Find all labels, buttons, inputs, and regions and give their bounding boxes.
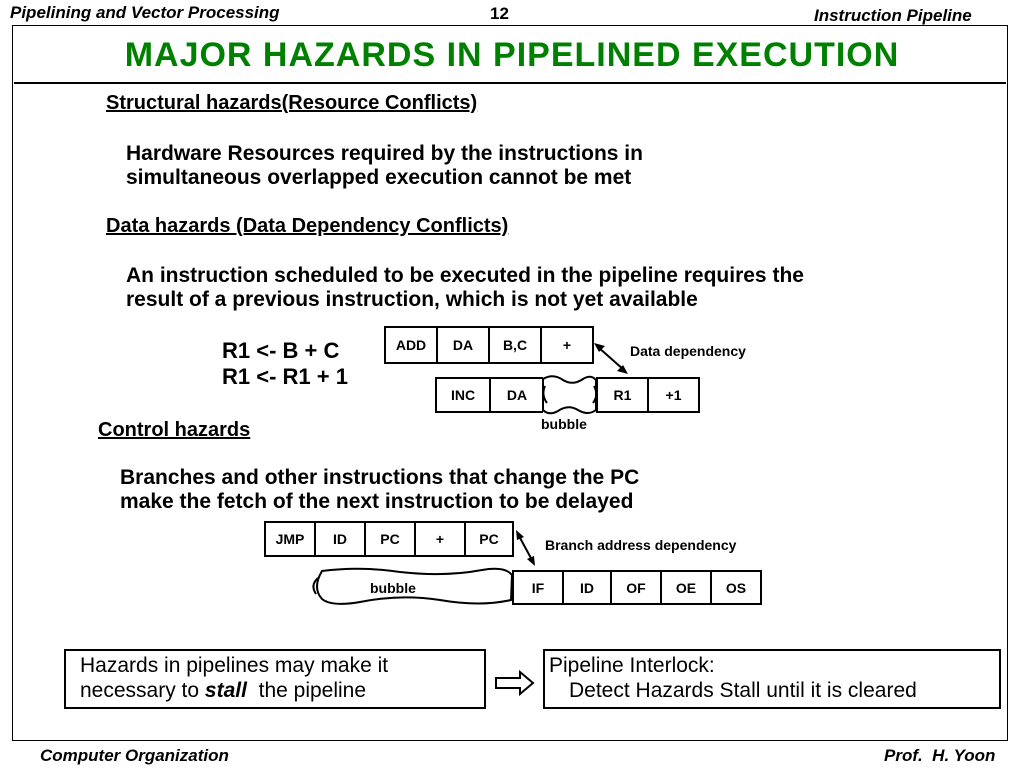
control-heading: Control hazards xyxy=(98,419,251,441)
stage-cell: +1 xyxy=(665,387,682,403)
structural-line-1: Hardware Resources required by the instr… xyxy=(126,142,643,165)
data-hazards-heading: Data hazards (Data Dependency Conflicts) xyxy=(106,215,509,237)
bubble-wave-2 xyxy=(592,385,598,404)
footer-right: Prof. H. Yoon xyxy=(884,746,996,765)
stage-cell: DA xyxy=(506,387,528,403)
control-line-2: make the fetch of the next instruction t… xyxy=(120,490,634,513)
branch-dependency-label: Branch address dependency xyxy=(545,537,737,553)
stage-cell: R1 xyxy=(598,379,649,411)
pipeline-row-inc-left: INC DA xyxy=(435,377,543,413)
stage-cell: OE xyxy=(662,572,712,603)
stage-cell: + xyxy=(416,523,466,555)
bubble-shape-2 xyxy=(316,567,514,605)
header-left: Pipelining and Vector Processing xyxy=(10,3,280,22)
implies-arrow-icon xyxy=(495,669,535,697)
slide-title: MAJOR HAZARDS IN PIPELINED EXECUTION xyxy=(124,36,900,74)
interlock-line-2: Detect Hazards Stall until it is cleared xyxy=(569,679,917,702)
pipeline-row-add: ADD DA B,C + xyxy=(384,326,594,364)
pipeline-row-jmp: JMP ID PC + PC xyxy=(264,521,514,557)
stall-box: Hazards in pipelines may make it necessa… xyxy=(64,649,486,709)
stage-cell: PC xyxy=(366,523,416,555)
stage-cell: + xyxy=(562,337,572,353)
stage-cell: ID xyxy=(564,572,612,603)
slide-frame xyxy=(12,25,1008,741)
stage-cell: OF xyxy=(612,572,662,603)
stage-cell: JMP xyxy=(266,523,316,555)
bubble-shape-1 xyxy=(542,375,597,415)
interlock-box: Pipeline Interlock: Detect Hazards Stall… xyxy=(543,649,1001,709)
stage-cell: INC xyxy=(437,379,491,411)
code-line-2: R1 <- R1 + 1 xyxy=(222,364,348,389)
interlock-line-1: Pipeline Interlock: xyxy=(549,654,715,677)
stage-cell: B,C xyxy=(490,328,542,362)
data-dependency-label: Data dependency xyxy=(630,343,746,359)
structural-line-2: simultaneous overlapped execution cannot… xyxy=(126,166,632,189)
stage-cell: IF xyxy=(514,572,564,603)
stage-cell: ID xyxy=(316,523,366,555)
bubble-label-2: bubble xyxy=(370,580,416,596)
code-line-1: R1 <- B + C xyxy=(222,338,340,363)
data-dependency-arrow xyxy=(597,346,625,371)
page-number: 12 xyxy=(490,4,509,23)
stall-post: the pipeline xyxy=(246,679,367,702)
title-divider xyxy=(14,82,1006,84)
bubble-label-1: bubble xyxy=(541,416,587,432)
footer-left: Computer Organization xyxy=(40,746,229,765)
stage-cell: PC xyxy=(479,531,499,547)
data-hazards-line-1: An instruction scheduled to be executed … xyxy=(126,264,804,287)
stall-pre: necessary to xyxy=(80,679,205,702)
stage-cell: ADD xyxy=(386,328,438,362)
structural-heading: Structural hazards(Resource Conflicts) xyxy=(106,92,478,114)
stall-emphasis: stall xyxy=(204,679,247,702)
pipeline-row-if: IF ID OF OE OS xyxy=(512,570,762,605)
stage-cell: DA xyxy=(438,328,490,362)
control-line-1: Branches and other instructions that cha… xyxy=(120,466,640,489)
bubble-wave-3 xyxy=(312,577,319,595)
stage-cell: OS xyxy=(725,579,747,596)
header-right: Instruction Pipeline xyxy=(814,6,972,25)
data-hazards-line-2: result of a previous instruction, which … xyxy=(126,288,698,311)
stall-line-2: necessary to stall the pipeline xyxy=(80,678,484,703)
branch-dependency-arrow xyxy=(518,535,533,561)
stall-line-1: Hazards in pipelines may make it xyxy=(80,654,389,677)
bubble-wave-1 xyxy=(542,385,548,404)
